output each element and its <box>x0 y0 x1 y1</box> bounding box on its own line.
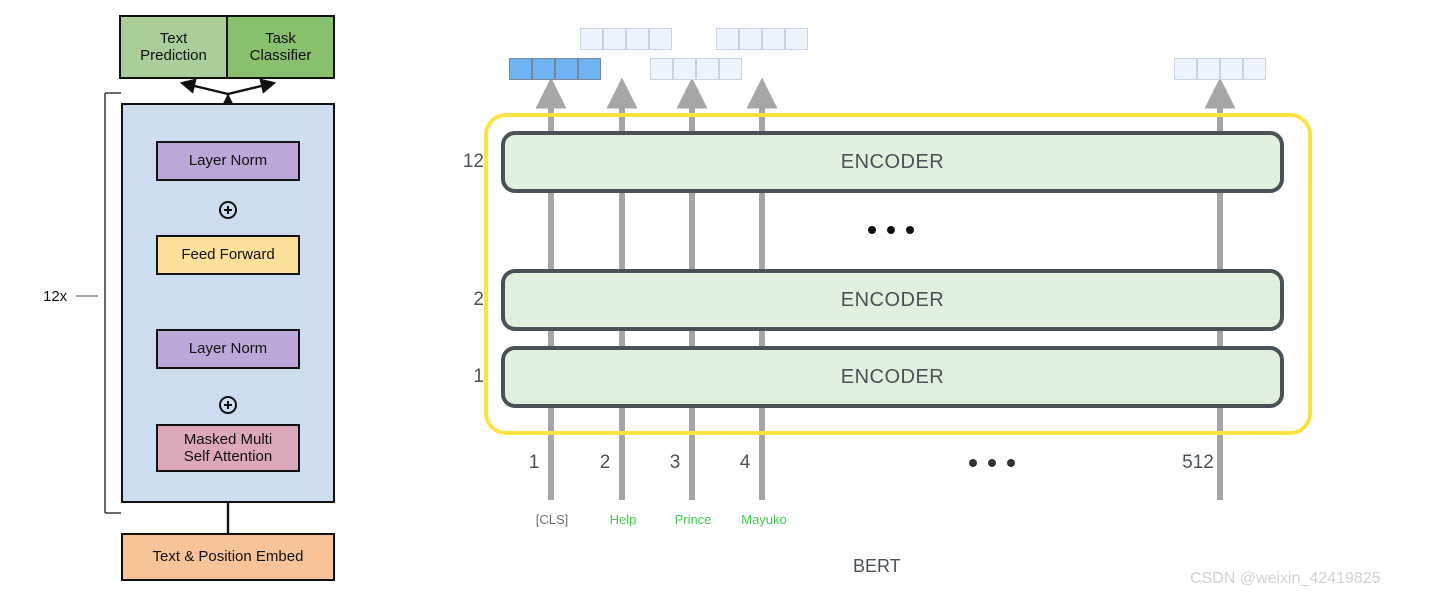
repeat-count-label: 12x <box>43 288 68 305</box>
token-label-cls: [CLS] <box>535 512 569 527</box>
bert-stack-frame <box>484 113 1312 435</box>
position-number-3: 3 <box>669 452 681 473</box>
ellipsis-dot <box>906 226 914 234</box>
block-layer-norm-bottom[interactable]: Layer Norm <box>156 329 300 369</box>
vector-cell <box>580 28 603 50</box>
position-number-2: 2 <box>599 452 611 473</box>
vector-cell <box>696 58 719 80</box>
output-vector-2[interactable] <box>580 28 672 50</box>
ellipsis-dot <box>868 226 876 234</box>
vector-cell <box>532 58 555 80</box>
block-text-position-embed-label: Text & Position Embed <box>152 547 304 565</box>
block-attention-label: Masked Multi Self Attention <box>184 431 272 466</box>
position-number-4: 4 <box>739 452 751 473</box>
ellipsis-dot <box>887 226 895 234</box>
head-text-prediction-label: Text Prediction <box>140 30 207 65</box>
encoder-block-1-label: ENCODER <box>840 365 945 388</box>
output-vector-3[interactable] <box>650 58 742 80</box>
vector-cell <box>1220 58 1243 80</box>
encoder-index-2: 2 <box>473 289 484 310</box>
encoder-block-2[interactable]: ENCODER <box>501 269 1284 331</box>
encoder-block-2-label: ENCODER <box>840 288 945 311</box>
output-vector-512[interactable] <box>1174 58 1266 80</box>
output-vector-4[interactable] <box>716 28 808 50</box>
head-text-prediction-line2: Prediction <box>140 47 207 64</box>
encoder-block-12[interactable]: ENCODER <box>501 131 1284 193</box>
token-label-prince: Prince <box>674 512 712 527</box>
vector-cell <box>603 28 626 50</box>
block-masked-multi-self-attention[interactable]: Masked Multi Self Attention <box>156 424 300 472</box>
head-task-classifier[interactable]: Task Classifier <box>227 15 335 79</box>
vector-cell <box>1243 58 1266 80</box>
position-number-1: 1 <box>528 452 540 473</box>
token-label-help: Help <box>609 512 637 527</box>
vector-cell <box>739 28 762 50</box>
encoder-block-12-label: ENCODER <box>840 150 945 173</box>
position-ellipsis <box>969 459 1015 467</box>
ellipsis-dot <box>969 459 977 467</box>
block-text-position-embed[interactable]: Text & Position Embed <box>121 533 335 581</box>
vector-cell <box>555 58 578 80</box>
block-feed-forward-label: Feed Forward <box>181 245 275 263</box>
ellipsis-dot <box>1007 459 1015 467</box>
vector-cell <box>673 58 696 80</box>
encoder-block-1[interactable]: ENCODER <box>501 346 1284 408</box>
vector-cell <box>509 58 532 80</box>
block-feed-forward[interactable]: Feed Forward <box>156 235 300 275</box>
block-layer-norm-top-label: Layer Norm <box>188 151 268 169</box>
vector-cell <box>1197 58 1220 80</box>
watermark-text: CSDN @weixin_42419825 <box>1190 570 1381 587</box>
block-attention-line2: Self Attention <box>183 448 273 465</box>
ellipsis-dot <box>988 459 996 467</box>
block-layer-norm-top[interactable]: Layer Norm <box>156 141 300 181</box>
head-text-prediction-line1: Text <box>159 29 188 47</box>
vector-cell <box>785 28 808 50</box>
residual-add-icon-top <box>219 201 237 219</box>
bert-title: BERT <box>853 556 901 576</box>
vector-cell <box>650 58 673 80</box>
position-number-512: 512 <box>1182 452 1214 473</box>
residual-add-icon-bottom <box>219 396 237 414</box>
head-task-classifier-line2: Classifier <box>249 47 312 64</box>
head-text-prediction[interactable]: Text Prediction <box>119 15 227 79</box>
vector-cell <box>716 28 739 50</box>
vector-cell <box>578 58 601 80</box>
block-layer-norm-bottom-label: Layer Norm <box>188 339 268 357</box>
block-attention-line1: Masked Multi <box>183 430 273 448</box>
vector-cell <box>762 28 785 50</box>
output-vector-1[interactable] <box>509 58 601 80</box>
token-label-mayuko: Mayuko <box>741 512 787 527</box>
encoder-index-12: 12 <box>462 151 484 172</box>
vector-cell <box>626 28 649 50</box>
encoder-stack-ellipsis <box>868 226 914 234</box>
encoder-index-1: 1 <box>473 366 484 387</box>
vector-cell <box>649 28 672 50</box>
vector-cell <box>1174 58 1197 80</box>
head-task-classifier-label: Task Classifier <box>250 30 312 65</box>
vector-cell <box>719 58 742 80</box>
head-task-classifier-line1: Task <box>265 29 296 47</box>
